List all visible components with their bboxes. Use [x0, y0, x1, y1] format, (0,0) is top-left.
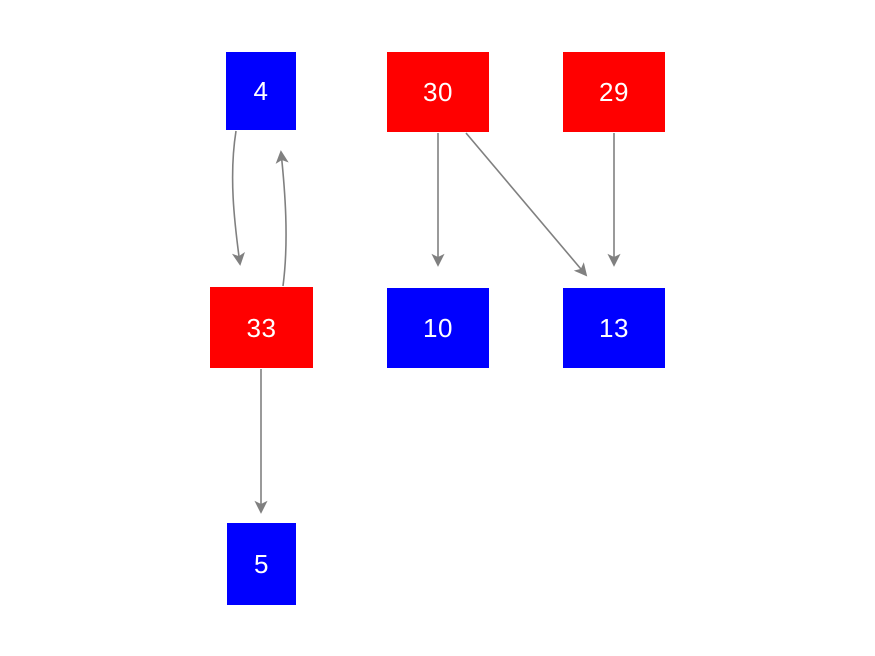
graph-edge-33-to-4 [275, 150, 289, 287]
graph-node-4[interactable]: 4 [226, 52, 296, 130]
graph-edge-30-to-13 [465, 132, 588, 277]
graph-edge-4-to-33 [231, 130, 245, 266]
graph-node-13[interactable]: 13 [563, 288, 665, 368]
graph-node-label: 5 [254, 549, 269, 579]
graph-node-label: 30 [423, 77, 453, 107]
graph-node-5[interactable]: 5 [227, 523, 296, 605]
graph-node-label: 33 [246, 312, 277, 343]
graph-node-label: 29 [599, 77, 629, 107]
graph-node-label: 4 [253, 76, 269, 106]
graph-node-label: 10 [423, 313, 453, 343]
graph-node-33[interactable]: 33 [210, 287, 313, 368]
graph-node-30[interactable]: 30 [387, 52, 489, 132]
graph-node-label: 13 [599, 313, 629, 343]
graph-node-10[interactable]: 10 [387, 288, 489, 368]
graph-node-29[interactable]: 29 [563, 52, 665, 132]
